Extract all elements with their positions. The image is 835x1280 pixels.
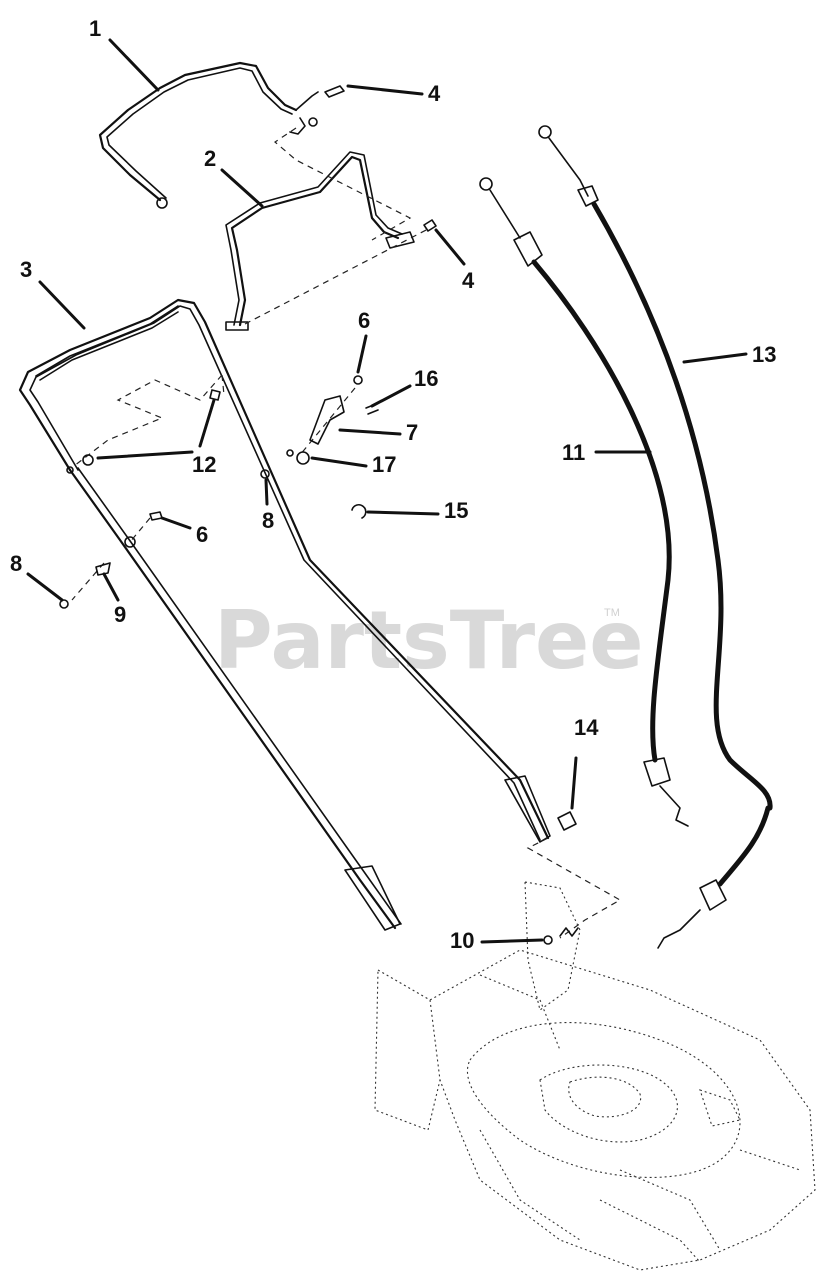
callout-15: 15 bbox=[366, 498, 468, 523]
callout-6-lower: 6 bbox=[160, 516, 208, 547]
callout-16: 16 bbox=[370, 366, 438, 408]
nut-8a bbox=[260, 469, 270, 479]
nut-12a bbox=[82, 454, 94, 466]
cable-part-11 bbox=[479, 177, 689, 827]
callout-1: 1 bbox=[89, 16, 160, 92]
lower-bail-part bbox=[225, 151, 415, 331]
handle-part bbox=[18, 298, 551, 931]
callout-12: 12 bbox=[96, 398, 216, 477]
callout-label: 4 bbox=[462, 268, 475, 293]
callout-9: 9 bbox=[102, 572, 126, 627]
cable-part-13 bbox=[538, 125, 773, 949]
spring-10 bbox=[559, 927, 579, 937]
callout-label: 11 bbox=[562, 440, 585, 465]
watermark-trademark: TM bbox=[604, 607, 620, 619]
callout-label: 14 bbox=[574, 715, 599, 740]
bushing-17 bbox=[296, 451, 310, 465]
ball-6a bbox=[353, 375, 363, 385]
callout-label: 17 bbox=[372, 452, 396, 477]
callout-label: 13 bbox=[752, 342, 776, 367]
upper-bail-part bbox=[98, 61, 319, 209]
callout-label: 9 bbox=[114, 602, 126, 627]
nut-8b bbox=[59, 599, 69, 609]
pin-part-4a bbox=[324, 85, 345, 98]
bolt-14 bbox=[557, 811, 577, 831]
callout-17: 17 bbox=[310, 452, 396, 477]
callout-label: 7 bbox=[406, 420, 418, 445]
callout-2: 2 bbox=[204, 146, 264, 208]
bolt-6b bbox=[149, 511, 163, 521]
callout-label: 6 bbox=[196, 522, 208, 547]
callout-13: 13 bbox=[682, 342, 776, 367]
knob-9 bbox=[95, 562, 111, 576]
callout-4-top: 4 bbox=[346, 81, 441, 106]
callout-8-mid: 8 bbox=[262, 478, 274, 533]
callout-label: 2 bbox=[204, 146, 216, 171]
callout-label: 15 bbox=[444, 498, 468, 523]
callout-label: 8 bbox=[10, 551, 22, 576]
callout-4-lower: 4 bbox=[434, 228, 475, 293]
callout-10: 10 bbox=[450, 928, 544, 953]
nut-10 bbox=[543, 935, 553, 945]
mower-deck-part bbox=[374, 881, 816, 1271]
clip-15 bbox=[351, 504, 367, 519]
callout-label: 8 bbox=[262, 508, 274, 533]
assembly-lines bbox=[71, 127, 622, 939]
watermark: PartsTree TM bbox=[214, 594, 644, 687]
callout-6-top: 6 bbox=[356, 308, 370, 374]
pin-part-4b bbox=[423, 219, 437, 232]
watermark-text: PartsTree bbox=[214, 594, 644, 687]
callout-label: 16 bbox=[414, 366, 438, 391]
callout-label: 10 bbox=[450, 928, 474, 953]
callout-label: 3 bbox=[20, 257, 32, 282]
callout-label: 1 bbox=[89, 16, 101, 41]
callout-8-left: 8 bbox=[10, 551, 64, 602]
callout-11: 11 bbox=[562, 440, 652, 465]
callout-label: 6 bbox=[358, 308, 370, 333]
callout-14: 14 bbox=[570, 715, 599, 810]
callout-7: 7 bbox=[338, 420, 418, 445]
callout-3: 3 bbox=[20, 257, 86, 330]
callout-label: 4 bbox=[428, 81, 441, 106]
bracket-7 bbox=[309, 395, 345, 445]
callout-label: 12 bbox=[192, 452, 216, 477]
nut-12b bbox=[209, 389, 221, 401]
